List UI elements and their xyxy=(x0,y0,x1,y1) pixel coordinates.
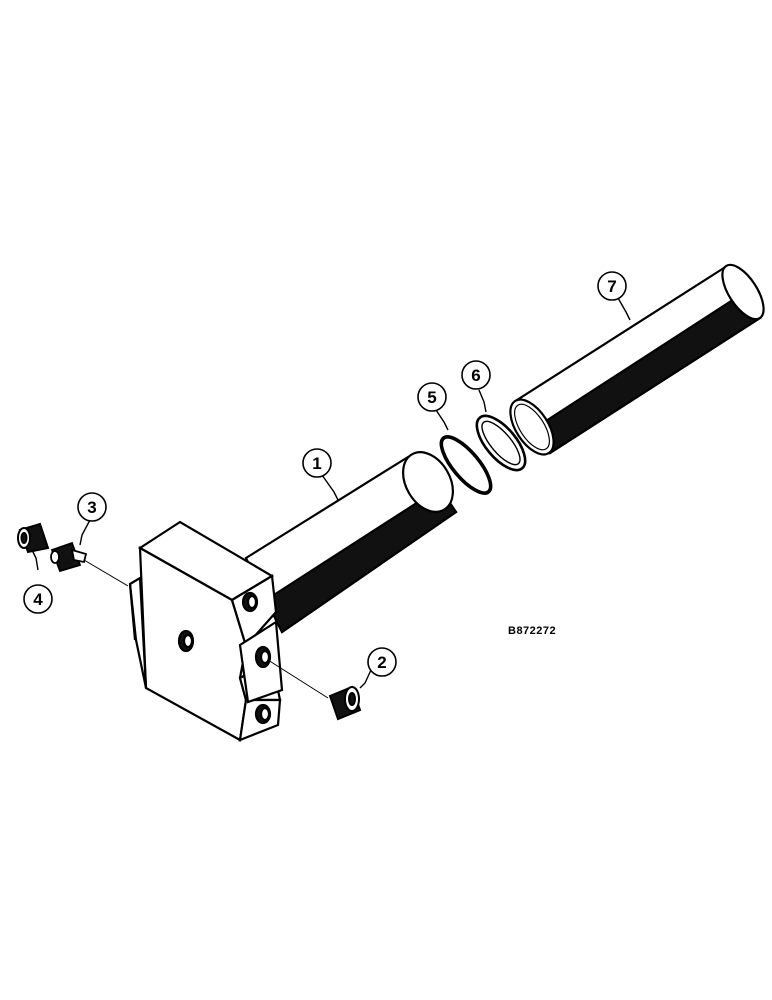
leader-lines xyxy=(31,297,631,699)
part-6-ring xyxy=(475,414,527,472)
assembly-line-3 xyxy=(83,559,129,587)
callout-2-label: 2 xyxy=(377,653,386,672)
part-2-plug xyxy=(328,685,362,721)
part-1-block-and-pin xyxy=(128,451,458,742)
leader-3 xyxy=(79,519,91,546)
part-4-plug xyxy=(17,522,50,554)
callout-4-label: 4 xyxy=(33,590,43,609)
part-7-pin xyxy=(509,263,765,456)
callout-6: 6 xyxy=(461,360,491,390)
leader-6 xyxy=(478,389,487,413)
callout-1: 1 xyxy=(302,448,332,478)
callout-1-label: 1 xyxy=(312,454,321,473)
callout-4: 4 xyxy=(23,584,53,614)
callouts: 1 2 3 4 5 6 7 xyxy=(23,271,627,677)
leader-7 xyxy=(617,297,631,321)
callout-3-label: 3 xyxy=(87,498,96,517)
part-5-o-ring xyxy=(439,435,493,495)
callout-5-label: 5 xyxy=(427,388,436,407)
leader-2 xyxy=(359,669,372,689)
callout-5: 5 xyxy=(417,382,447,412)
callout-6-label: 6 xyxy=(471,366,480,385)
callout-7-label: 7 xyxy=(607,277,616,296)
callout-7: 7 xyxy=(597,271,627,301)
callout-3: 3 xyxy=(77,492,107,522)
callout-2: 2 xyxy=(367,647,397,677)
leader-4 xyxy=(31,549,39,571)
leader-1 xyxy=(321,474,339,501)
leader-5 xyxy=(435,409,449,431)
part-3-grease-fitting xyxy=(50,541,88,573)
assembly-line-2 xyxy=(267,659,329,699)
diagram-reference-code: B872272 xyxy=(508,625,556,637)
